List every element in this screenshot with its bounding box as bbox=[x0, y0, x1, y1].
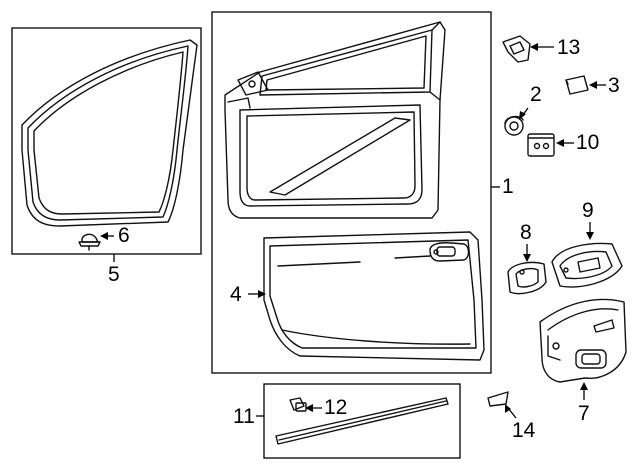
callout-14-arrow bbox=[505, 404, 511, 413]
mirror-bracket[interactable] bbox=[502, 35, 531, 63]
callout-12-arrow bbox=[305, 404, 313, 412]
callout-11: 11 bbox=[233, 405, 255, 428]
callout-13: 13 bbox=[557, 36, 581, 59]
callout-9-arrow bbox=[586, 232, 594, 240]
callout-1: 1 bbox=[502, 175, 514, 198]
callout-13-arrow bbox=[530, 43, 538, 51]
weatherstrip-clip[interactable] bbox=[78, 233, 101, 251]
callout-8-arrow bbox=[523, 254, 531, 262]
callout-12: 12 bbox=[324, 396, 348, 419]
callout-4: 4 bbox=[230, 283, 242, 306]
callout-6-arrow bbox=[100, 232, 108, 240]
inside-handle[interactable] bbox=[551, 242, 623, 288]
callout-6: 6 bbox=[118, 224, 130, 247]
callout-10-arrow bbox=[556, 139, 564, 147]
cushion-pad[interactable] bbox=[565, 75, 589, 95]
callout-2: 2 bbox=[530, 83, 542, 106]
callout-7-arrow bbox=[580, 382, 588, 390]
outer-door-panel[interactable] bbox=[263, 231, 485, 361]
callout-9: 9 bbox=[582, 199, 594, 222]
callout-3: 3 bbox=[608, 74, 620, 97]
molding-clip[interactable] bbox=[289, 397, 307, 412]
callout-3-arrow bbox=[589, 81, 597, 89]
callout-2-arrow bbox=[519, 111, 526, 120]
retainer-clip[interactable] bbox=[487, 391, 509, 407]
door-shell[interactable] bbox=[224, 21, 446, 219]
callout-7: 7 bbox=[578, 402, 590, 425]
door-stopper[interactable] bbox=[527, 133, 555, 157]
callout-14: 14 bbox=[512, 419, 536, 442]
callout-8: 8 bbox=[520, 221, 532, 244]
hole-plug[interactable] bbox=[504, 115, 524, 136]
door-weatherstrip[interactable] bbox=[21, 39, 198, 227]
belt-molding[interactable] bbox=[275, 397, 449, 445]
callout-4-arrow bbox=[258, 290, 266, 298]
callout-10: 10 bbox=[576, 131, 600, 154]
weatherstrip-group-frame bbox=[11, 27, 202, 255]
inside-handle-bezel[interactable] bbox=[507, 261, 547, 295]
callout-5: 5 bbox=[108, 263, 120, 286]
door-shell-group-frame bbox=[211, 11, 492, 374]
door-lock-assembly[interactable] bbox=[539, 298, 627, 383]
belt-molding-group-frame bbox=[263, 383, 461, 459]
